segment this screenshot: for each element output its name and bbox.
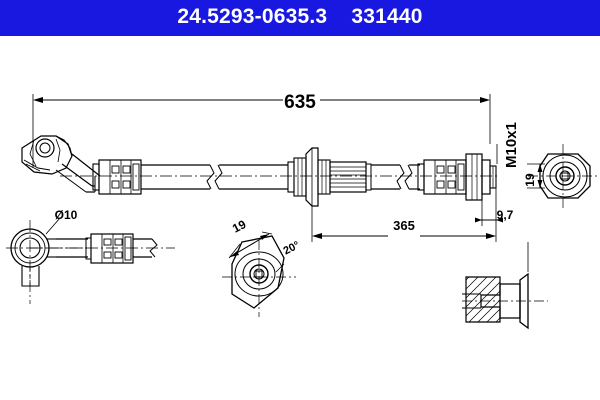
banjo-head-left — [21, 135, 73, 175]
dimension-365 — [311, 206, 497, 242]
dimension-label-19-detail: 19 — [230, 217, 249, 236]
dimension-label-19-right: 19 — [523, 173, 537, 187]
technical-drawing-canvas: 635 365 M10x1 Ø10 19 9,7 19 20° — [0, 36, 600, 400]
hose-neck-angled — [55, 153, 101, 193]
hose-body-right — [371, 164, 420, 190]
male-end-fitting — [465, 153, 497, 201]
section-detail-view — [462, 242, 548, 330]
dimension-label-20-degrees: 20° — [282, 239, 302, 257]
hex-end-detail-view — [222, 231, 296, 317]
mid-bracket-clamp — [287, 147, 331, 207]
main-assembly-view — [21, 135, 500, 207]
center-line-end-face — [528, 144, 598, 210]
banjo-eye-detail-view — [6, 217, 175, 304]
male-end-face-view — [528, 144, 598, 210]
page-title: 24.5293-0635.3 331440 — [177, 5, 423, 28]
dimension-overall-635 — [32, 94, 491, 168]
section-bush — [499, 272, 529, 330]
crimp-ferrule-right — [417, 159, 467, 195]
dimension-label-diameter-10: Ø10 — [55, 208, 78, 222]
hose-body-left — [141, 164, 288, 190]
header-bar: 24.5293-0635.3 331440 — [0, 0, 600, 36]
section-hatching — [465, 276, 501, 323]
dimension-97 — [475, 188, 503, 226]
crimp-ferrule-left — [92, 159, 142, 195]
dimension-label-635: 635 — [284, 92, 316, 113]
dimension-label-97: 9,7 — [497, 208, 514, 222]
dimension-label-365: 365 — [393, 218, 415, 233]
dimension-label-m10x1: M10x1 — [503, 122, 520, 168]
spring-guard-section — [329, 161, 372, 193]
